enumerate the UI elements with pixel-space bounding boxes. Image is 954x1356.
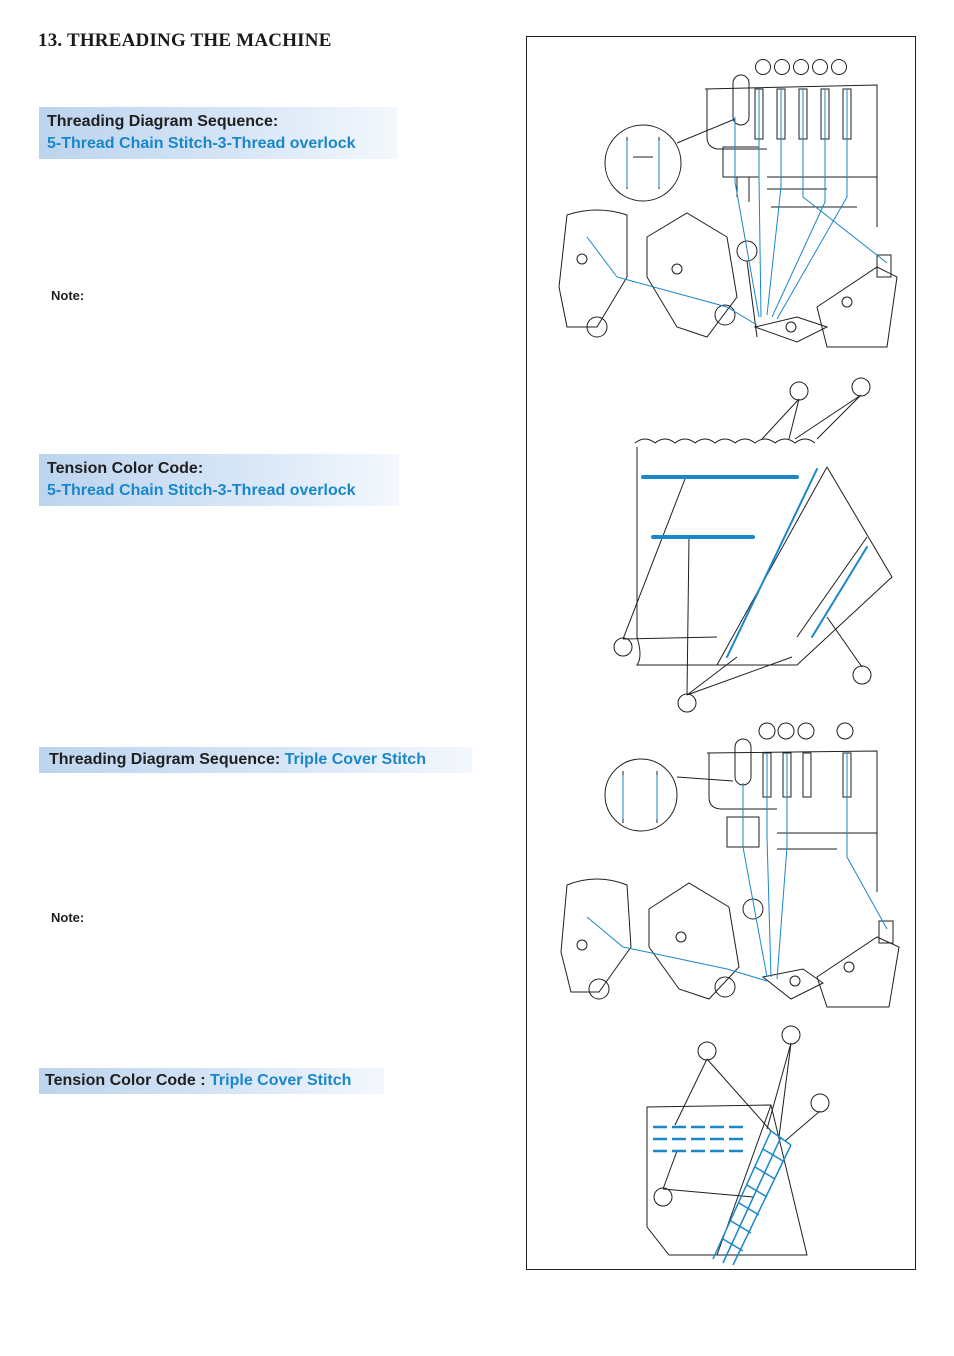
- thread-number-circle: [810, 1093, 830, 1113]
- thread-number-circle: [797, 722, 815, 740]
- thread-number-circle: [852, 665, 872, 685]
- thread-number-circle: [755, 59, 771, 75]
- thread-number-circle: [653, 1187, 673, 1207]
- thread-number-circle: [758, 722, 776, 740]
- tension-stitches-5thread: [641, 468, 868, 658]
- banner-heading: Threading Diagram Sequence:: [47, 113, 279, 130]
- banner-subheading: 5-Thread Chain Stitch-3-Thread overlock: [47, 135, 356, 152]
- cover-stitch-lattice: [712, 1130, 792, 1266]
- thread-number-circle: [836, 722, 854, 740]
- stitch-diagram-5thread: [613, 377, 893, 713]
- needle-magnifier: [604, 758, 678, 832]
- thread-number-circle: [793, 59, 809, 75]
- thread-number-circle: [697, 1041, 717, 1061]
- thread-paths-triple: [586, 753, 888, 982]
- section-banner-threading-5thread: Threading Diagram Sequence: 5-Thread Cha…: [39, 107, 397, 159]
- thread-number-circle: [781, 1025, 801, 1045]
- banner-subheading: 5-Thread Chain Stitch-3-Thread overlock: [47, 482, 356, 499]
- banner-subheading: Triple Cover Stitch: [284, 751, 426, 768]
- thread-number-circle: [777, 722, 795, 740]
- tension-stitches-triple: [653, 1125, 747, 1153]
- needle-magnifier: [604, 124, 682, 202]
- thread-number-circle: [789, 381, 809, 401]
- threading-illustrations: [558, 59, 900, 1266]
- thread-number-circle: [812, 59, 828, 75]
- thread-number-circle: [774, 59, 790, 75]
- section-banner-tension-triple: Tension Color Code : Triple Cover Stitch: [39, 1068, 384, 1094]
- thread-number-circle: [677, 693, 697, 713]
- section-banner-tension-5thread: Tension Color Code: 5-Thread Chain Stitc…: [39, 454, 399, 506]
- banner-heading: Threading Diagram Sequence:: [49, 751, 285, 768]
- banner-heading: Tension Color Code:: [47, 460, 204, 477]
- banner-heading: Tension Color Code :: [45, 1072, 211, 1089]
- page-title: 13. THREADING THE MACHINE: [38, 30, 332, 51]
- thread-paths-5thread: [586, 89, 888, 326]
- thread-number-circle: [613, 637, 633, 657]
- note-label: Note:: [51, 288, 85, 303]
- thread-number-circle: [851, 377, 871, 397]
- thread-number-circle: [831, 59, 847, 75]
- illustration-frame: [526, 36, 916, 1270]
- section-banner-threading-triple: Threading Diagram Sequence: Triple Cover…: [39, 747, 472, 773]
- machine-diagram-5thread: [558, 59, 898, 348]
- stitch-diagram-triple: [646, 1025, 830, 1256]
- note-label: Note:: [51, 910, 85, 925]
- machine-diagram-triple: [560, 722, 900, 1008]
- banner-subheading: Triple Cover Stitch: [210, 1072, 352, 1089]
